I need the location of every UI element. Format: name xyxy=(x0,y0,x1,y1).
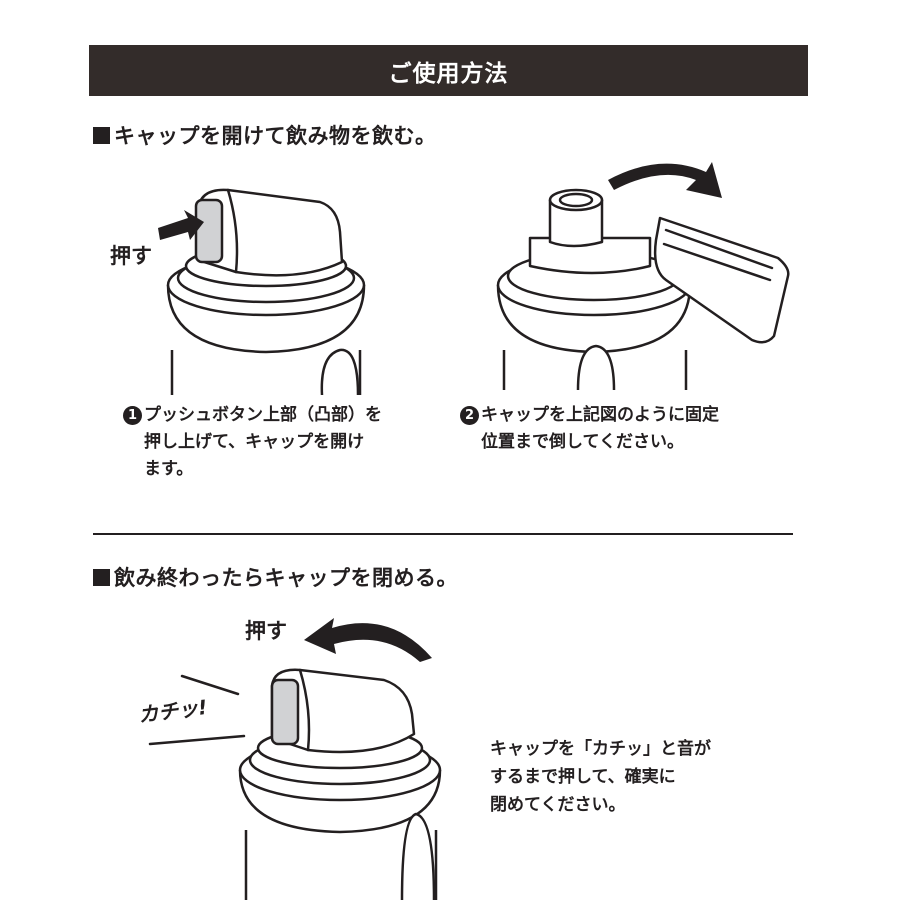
step-2-line-1: キャップを上記図のように固定 xyxy=(481,405,719,425)
section-divider xyxy=(93,533,793,535)
step-2-line-2: 位置まで倒してください。 xyxy=(481,432,684,452)
push-label-2: 押す xyxy=(245,619,287,643)
square-bullet-icon xyxy=(93,569,110,586)
bottle-push-button-illustration xyxy=(158,188,366,396)
section-heading-open: キャップを開けて飲み物を飲む。 xyxy=(93,120,437,150)
section-heading-close: 飲み終わったらキャップを閉める。 xyxy=(93,562,458,592)
step-1-line-1: プッシュボタン上部（凸部）を xyxy=(144,405,382,425)
close-note-line-3: 閉めてください。 xyxy=(490,795,626,815)
close-instruction-text: キャップを「カチッ」と音が するまで押して、確実に 閉めてください。 xyxy=(490,735,711,819)
bottle-close-cap-illustration xyxy=(148,618,442,900)
push-label-1: 押す xyxy=(110,244,152,268)
close-heading-text: 飲み終わったらキャップを閉める。 xyxy=(114,566,458,590)
step-1-line-2: 押し上げて、キャップを開け xyxy=(144,432,365,452)
push-button-icon xyxy=(194,198,224,264)
push-arrow-icon xyxy=(158,210,204,240)
close-note-line-2: するまで押して、確実に xyxy=(490,767,676,787)
instructions-banner: ご使用方法 xyxy=(89,45,808,96)
square-bullet-icon xyxy=(93,127,110,144)
push-button-icon xyxy=(270,678,300,746)
bottle-open-cap-illustration xyxy=(496,162,790,391)
curved-arrow-icon xyxy=(608,162,722,198)
step-number-badge: 1 xyxy=(123,406,142,425)
banner-title: ご使用方法 xyxy=(388,60,509,87)
step-1-line-3: ます。 xyxy=(144,459,194,479)
close-note-line-1: キャップを「カチッ」と音が xyxy=(490,739,711,759)
curved-arrow-left-icon xyxy=(304,618,432,662)
step-number-badge: 2 xyxy=(460,406,479,425)
open-heading-text: キャップを開けて飲み物を飲む。 xyxy=(114,124,437,148)
